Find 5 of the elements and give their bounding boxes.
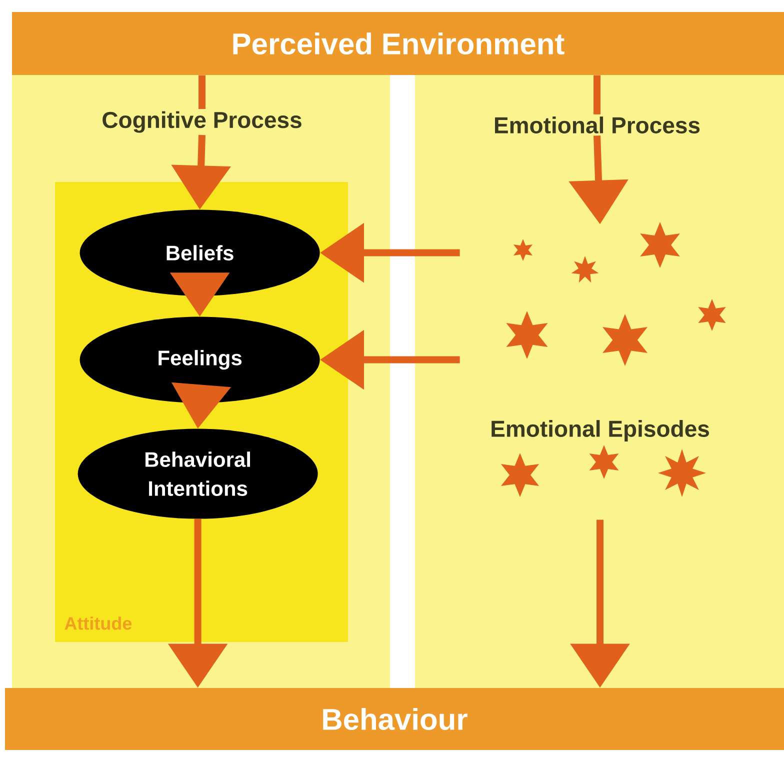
footer-band: Behaviour (5, 688, 784, 750)
process-label: Cognitive Process (102, 111, 302, 133)
episode-label: Emotional Episodes (492, 420, 709, 442)
process-label: Emotional Process (495, 116, 700, 134)
header-band: Perceived Environment (12, 12, 784, 75)
